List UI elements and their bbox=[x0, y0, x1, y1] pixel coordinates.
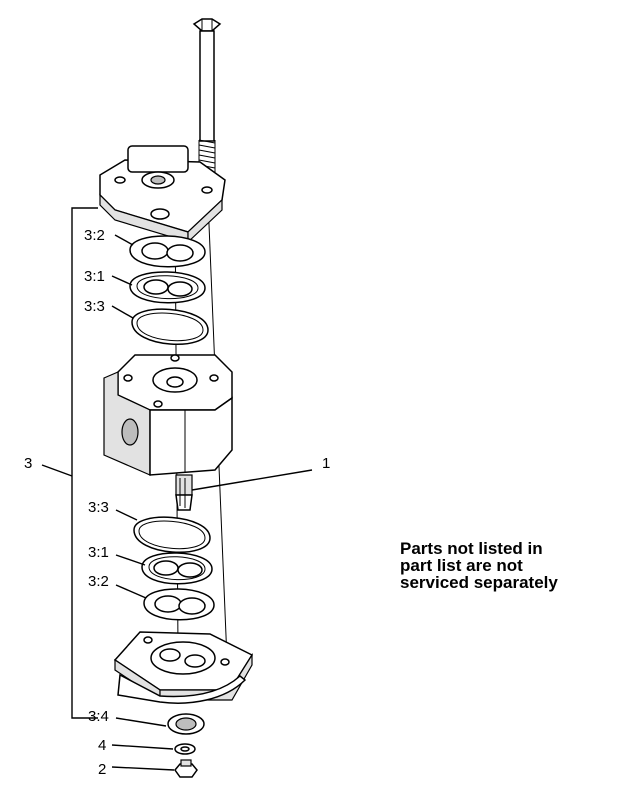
assembly-bracket bbox=[41, 207, 98, 719]
callout-3: 3 bbox=[24, 455, 32, 472]
drive-shaft bbox=[175, 474, 193, 511]
callout-4: 4 bbox=[98, 737, 106, 754]
service-note-line-3: serviced separately bbox=[400, 573, 558, 592]
washer bbox=[174, 743, 196, 755]
callout-3-2-bottom: 3:2 bbox=[88, 573, 109, 590]
nut bbox=[174, 759, 198, 778]
callout-3-2-top: 3:2 bbox=[84, 227, 105, 244]
callout-2: 2 bbox=[98, 761, 106, 778]
shaft-seal bbox=[167, 713, 205, 735]
callout-3-3-bottom: 3:3 bbox=[88, 499, 109, 516]
wear-plate-top bbox=[129, 235, 206, 268]
service-note: Parts not listed in part list are not se… bbox=[400, 540, 615, 591]
callout-3-3-top: 3:3 bbox=[84, 298, 105, 315]
leader-lines bbox=[111, 234, 313, 771]
o-ring-top bbox=[131, 308, 209, 345]
bottom-flange bbox=[113, 631, 254, 704]
callout-1: 1 bbox=[322, 455, 330, 472]
gasket-bottom bbox=[141, 552, 213, 585]
pump-body bbox=[103, 354, 233, 476]
o-ring-bottom bbox=[133, 516, 211, 553]
service-note-line-2: part list are not bbox=[400, 556, 523, 575]
wear-plate-bottom bbox=[143, 588, 215, 621]
top-end-cover bbox=[99, 145, 226, 244]
callout-3-1-top: 3:1 bbox=[84, 268, 105, 285]
service-note-line-1: Parts not listed in bbox=[400, 539, 543, 558]
callout-3-1-bottom: 3:1 bbox=[88, 544, 109, 561]
gasket-top bbox=[129, 271, 206, 304]
bolt bbox=[192, 18, 222, 176]
callout-3-4: 3:4 bbox=[88, 708, 109, 725]
